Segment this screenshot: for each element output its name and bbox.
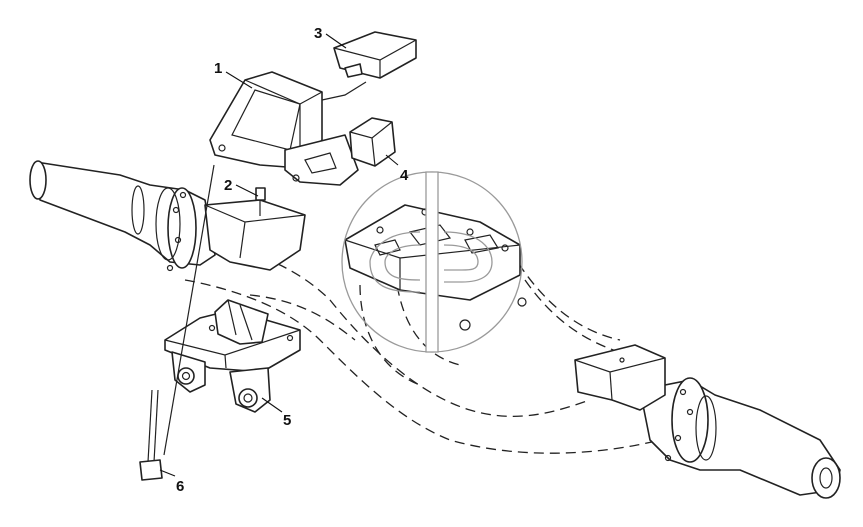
callout-1: 1 xyxy=(214,60,222,77)
leader-lines xyxy=(159,33,399,477)
rubber-block xyxy=(349,117,396,167)
logo-watermark xyxy=(341,171,523,353)
left-spring-seat xyxy=(204,199,306,271)
callout-5: 5 xyxy=(283,412,291,429)
long-bolt xyxy=(139,164,215,481)
left-spindle xyxy=(29,160,216,272)
callout-4: 4 xyxy=(400,167,409,184)
upper-bracket xyxy=(209,71,367,186)
right-spindle xyxy=(639,377,841,499)
lower-bracket xyxy=(164,299,301,413)
callout-2: 2 xyxy=(224,177,232,194)
bolt-small xyxy=(255,187,266,216)
right-spring-seat xyxy=(574,344,666,411)
cover-plate xyxy=(333,31,417,79)
callout-3: 3 xyxy=(314,25,322,42)
callout-6: 6 xyxy=(176,478,184,495)
